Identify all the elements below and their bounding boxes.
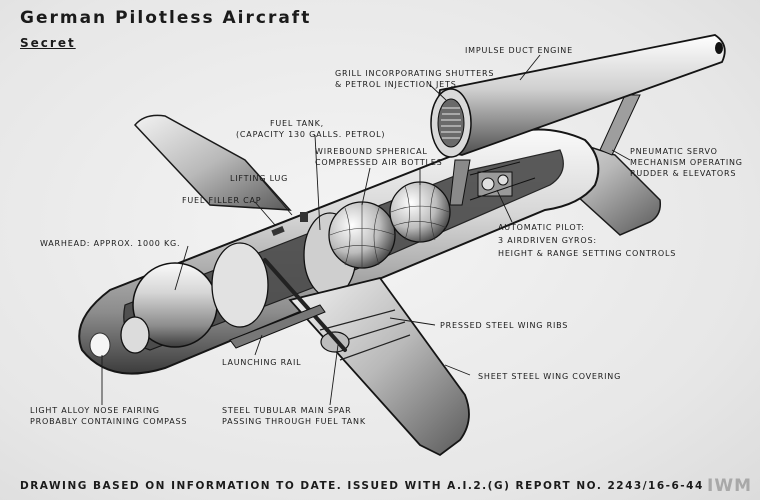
- label-warhead: Warhead: Approx. 1000 Kg.: [40, 239, 181, 248]
- engine-rear-strut: [599, 94, 641, 156]
- air-bottles: [328, 181, 451, 269]
- label-impulse-duct-engine: Impulse duct engine: [465, 46, 573, 55]
- fuel-filler-cap: [271, 225, 285, 237]
- engine-pylon: [449, 159, 471, 206]
- label-launching-rail: Launching rail: [222, 358, 302, 367]
- label-spar-line1: Steel tubular main spar: [222, 406, 352, 415]
- label-servo-line1: Pneumatic servo: [630, 147, 718, 156]
- label-wing-ribs: Pressed steel wing ribs: [440, 321, 569, 330]
- label-air-bottles-line1: Wirebound spherical: [315, 147, 428, 156]
- label-spar-line2: passing through fuel tank: [222, 417, 366, 426]
- pulse-jet-engine: [430, 34, 726, 158]
- classification-label: Secret: [20, 36, 76, 50]
- label-nose-line2: probably containing compass: [30, 417, 188, 426]
- label-servo-line2: mechanism operating: [630, 158, 743, 167]
- autopilot-mechanism: [469, 161, 536, 201]
- label-autopilot-line1: Automatic pilot:: [498, 223, 585, 232]
- label-wing-covering: Sheet steel wing covering: [478, 372, 622, 381]
- label-fuel-tank-line1: Fuel tank,: [270, 119, 325, 128]
- label-lifting-lug: Lifting lug: [230, 174, 289, 183]
- watermark-logo: IWM: [707, 476, 752, 496]
- main-spar: [263, 258, 347, 352]
- label-air-bottles-line2: compressed air bottles: [315, 158, 443, 167]
- label-grill-line2: & petrol injection jets: [335, 80, 457, 89]
- label-fuel-tank-line2: (Capacity 130 galls. Petrol): [236, 130, 386, 139]
- label-grill-line1: Grill incorporating shutters: [335, 69, 495, 78]
- lower-wing: [288, 276, 470, 457]
- leader-lines: [101, 54, 631, 406]
- upper-wing: [133, 114, 292, 211]
- label-autopilot-line2: 3 airdriven gyros:: [498, 236, 597, 245]
- lifting-lug: [300, 212, 308, 222]
- label-nose-line1: Light alloy nose fairing: [30, 406, 160, 415]
- fuel-tank-bulkhead: [211, 242, 269, 328]
- nose-fairing-tip: [89, 332, 111, 358]
- label-autopilot-line3: height & range setting controls: [498, 249, 677, 258]
- launching-rail: [229, 304, 326, 349]
- nose-compass: [120, 316, 150, 354]
- label-servo-line3: rudder & elevators: [630, 169, 737, 178]
- page-title: German Pilotless Aircraft: [20, 8, 312, 28]
- issue-footer: Drawing based on information to date. Is…: [20, 480, 704, 492]
- label-fuel-filler-cap: Fuel filler cap: [182, 196, 262, 205]
